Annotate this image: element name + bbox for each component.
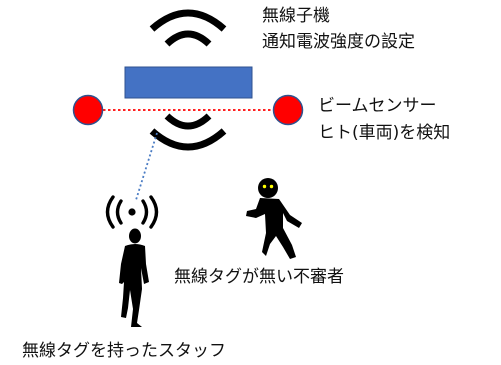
sensor-left-icon xyxy=(72,94,104,126)
beam-sensor-label: ビームセンサー xyxy=(318,96,437,116)
beam-sensor-description: ヒト(車両)を検知 xyxy=(318,123,451,143)
lower-signal-arcs-icon xyxy=(149,113,227,151)
sensor-right-icon xyxy=(272,94,304,126)
upper-signal-arcs-icon xyxy=(149,9,227,47)
base-unit-rect xyxy=(124,66,253,99)
intruder-label: 無線タグが無い不審者 xyxy=(174,267,344,287)
tag-link-line xyxy=(135,132,158,201)
staff-person-icon xyxy=(119,228,149,327)
base-unit-description: 通知電波強度の設定 xyxy=(262,32,415,52)
intruder-person-icon xyxy=(246,178,302,259)
tag-signal-icon xyxy=(105,195,159,229)
base-unit-label: 無線子機 xyxy=(262,6,330,26)
staff-label: 無線タグを持ったスタッフ xyxy=(22,341,226,361)
